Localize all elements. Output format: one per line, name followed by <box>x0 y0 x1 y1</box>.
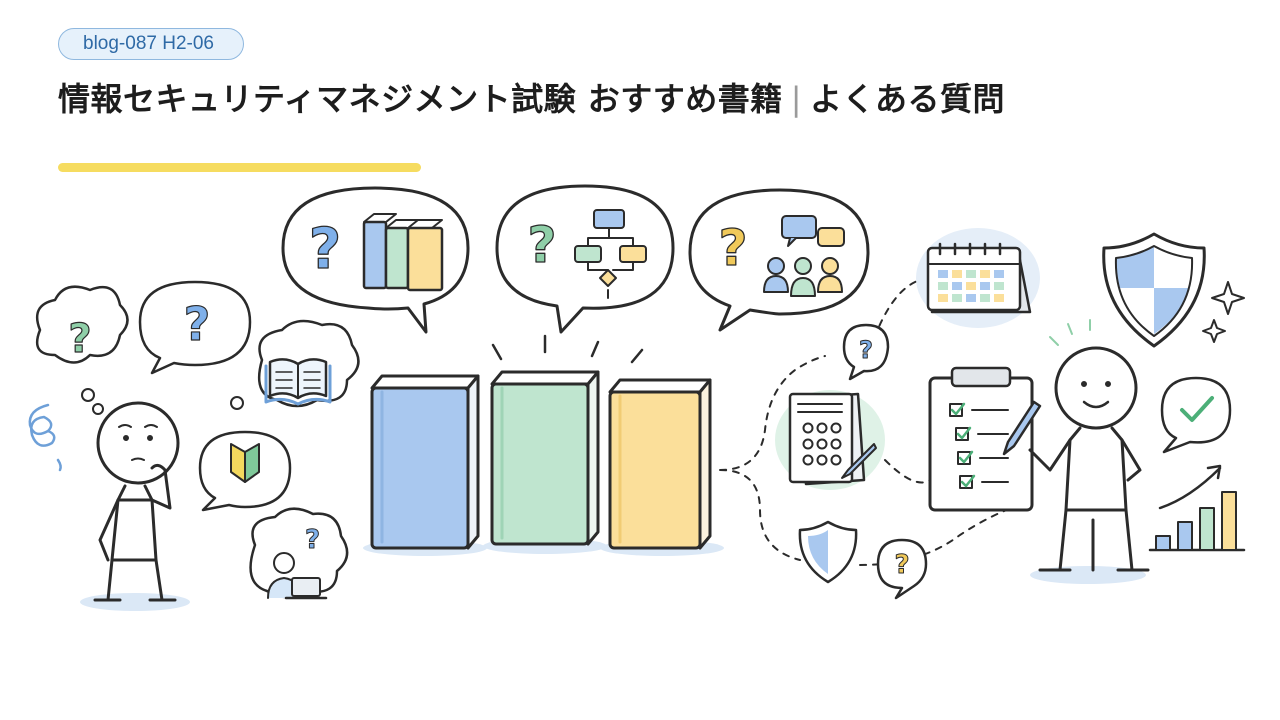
check-icon <box>1180 396 1214 422</box>
sparkle-icon <box>1202 281 1245 343</box>
speech-bubble-flowchart: ? <box>495 184 675 334</box>
pen-icon <box>1002 400 1042 456</box>
bar-chart-icon <box>1148 464 1246 552</box>
book-icon <box>362 213 444 292</box>
svg-text:?: ? <box>718 219 747 277</box>
shield-icon <box>1102 232 1206 348</box>
speech-bubble-question: ? <box>138 280 252 375</box>
flowchart-icon <box>574 209 647 299</box>
open-book-icon <box>264 358 332 406</box>
svg-text:?: ? <box>309 217 341 282</box>
svg-text:?: ? <box>894 550 909 580</box>
title-main: 情報セキュリティマネジメント試験 おすすめ書籍 <box>58 80 783 118</box>
thought-cloud-question: ? <box>35 285 129 364</box>
title-separator: | <box>790 80 803 118</box>
book-blue <box>363 374 487 556</box>
happy-person <box>1002 319 1150 584</box>
speech-bubble-discussion: ? <box>688 188 870 332</box>
book-green <box>483 370 607 554</box>
svg-text:?: ? <box>859 336 873 364</box>
dashed-path <box>719 279 1021 566</box>
svg-text:?: ? <box>68 316 91 362</box>
title-sub: よくある質問 <box>810 80 1006 118</box>
svg-text:?: ? <box>527 216 556 274</box>
speech-bubble-beginner <box>198 430 292 512</box>
scribble-icon <box>28 403 62 472</box>
small-question-bubble-2: ? <box>876 538 928 600</box>
beginner-mark-icon <box>230 443 260 483</box>
people-icon <box>763 215 845 297</box>
book-yellow <box>600 378 724 556</box>
checklist-icon <box>928 366 1034 512</box>
thought-cloud-laptop: ? <box>249 507 349 600</box>
svg-text:?: ? <box>305 525 320 555</box>
exam-sheet-icon <box>775 390 885 490</box>
pencil-icon <box>841 443 877 479</box>
topic-tag-label: blog-087 H2-06 <box>83 33 214 54</box>
topic-tag: blog-087 H2-06 <box>58 28 244 60</box>
calendar-icon <box>916 228 1040 328</box>
title-underline <box>58 163 421 172</box>
highlight-rays <box>491 334 644 364</box>
svg-text:?: ? <box>184 297 211 351</box>
thought-cloud-book <box>230 319 360 410</box>
small-question-bubble-1: ? <box>842 323 890 381</box>
shield-icon-small <box>798 520 858 584</box>
confused-person <box>28 388 190 611</box>
speech-bubble-books: ? <box>281 186 470 334</box>
page-title: 情報セキュリティマネジメント試験 おすすめ書籍|よくある質問 <box>58 74 1005 120</box>
check-bubble <box>1160 376 1232 454</box>
hero-illustration: ? ? ? ? <box>0 180 1280 720</box>
